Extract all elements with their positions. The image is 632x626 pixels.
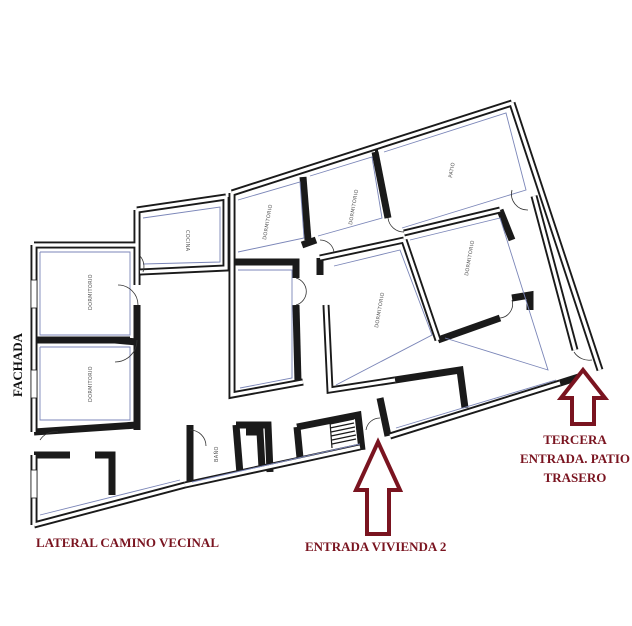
entrada-vivienda-label: ENTRADA VIVIENDA 2 bbox=[305, 539, 447, 554]
staircase bbox=[329, 418, 357, 449]
room-label-dormitorio-5: DORMITORIO bbox=[464, 240, 476, 276]
room-label-cocina: COCINA bbox=[184, 230, 190, 252]
room-label-dormitorio-2: DORMITORIO bbox=[88, 366, 94, 402]
fachada-label: FACHADA bbox=[10, 332, 25, 397]
room-label-dormitorio-6: DORMITORIO bbox=[374, 292, 386, 328]
room-label-patio: PATIO bbox=[448, 162, 457, 179]
arrow-entrada-vivienda bbox=[352, 437, 404, 536]
room-label-dormitorio-3: DORMITORIO bbox=[262, 204, 274, 240]
room-label-bano: BAÑO bbox=[213, 446, 220, 462]
lateral-camino-vecinal-label: LATERAL CAMINO VECINAL bbox=[36, 535, 219, 550]
windows bbox=[30, 279, 38, 499]
dimension-lines bbox=[39, 112, 557, 516]
wall-cores bbox=[32, 101, 602, 527]
inner-walls bbox=[33, 148, 579, 495]
door-swings bbox=[39, 189, 593, 447]
tercera-entrada-label: TERCERA ENTRADA. PATIO TRASERO bbox=[519, 432, 631, 485]
room-label-dormitorio-4: DORMITORIO bbox=[348, 189, 360, 225]
arrow-tercera-entrada bbox=[556, 366, 610, 426]
room-label-dormitorio-1: DORMITORIO bbox=[88, 274, 94, 310]
